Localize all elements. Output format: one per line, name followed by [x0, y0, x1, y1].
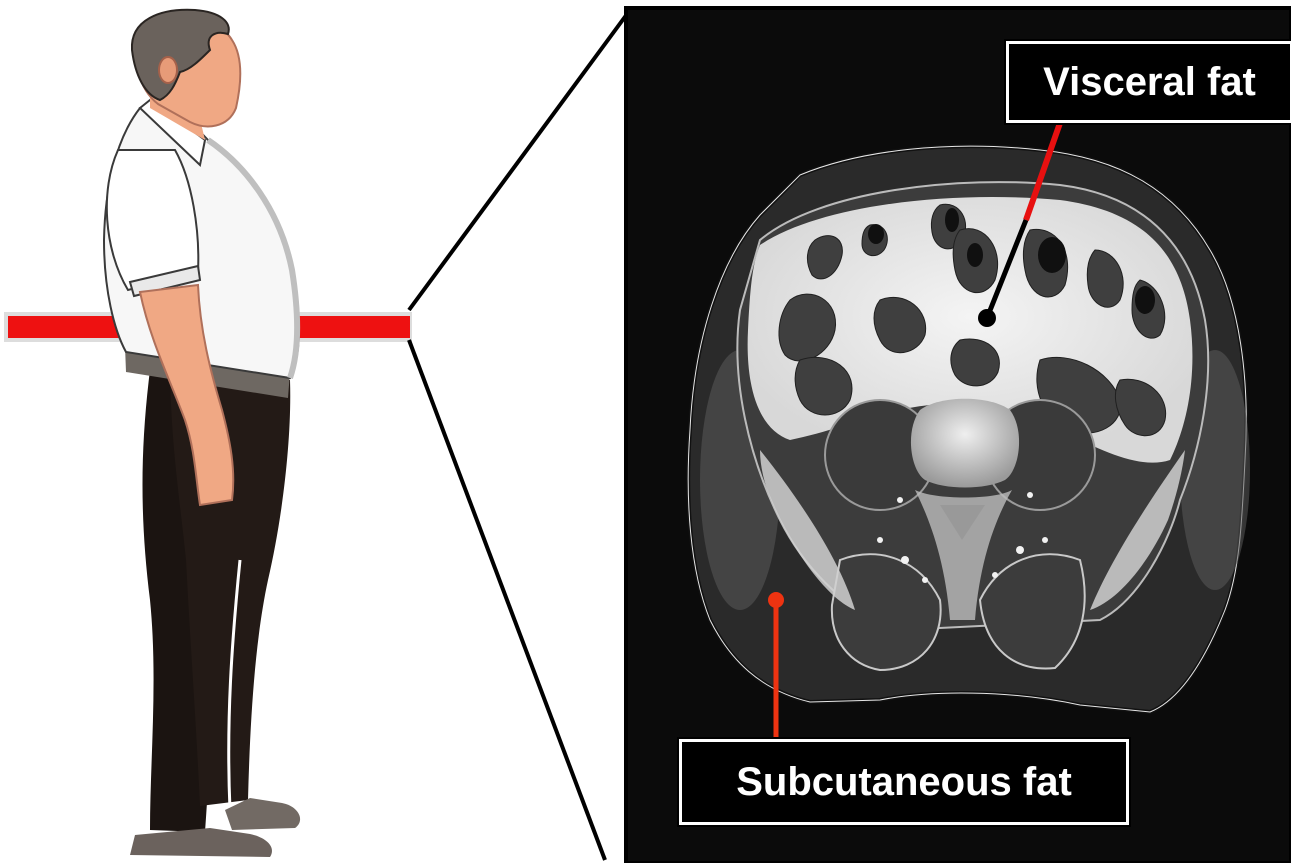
ct-scan-image [626, 8, 1291, 863]
subcutaneous-fat-label: Subcutaneous fat [679, 739, 1129, 825]
visceral-fat-label: Visceral fat [1006, 41, 1291, 123]
standing-man-icon [104, 10, 300, 857]
zoom-lines [409, 10, 630, 860]
